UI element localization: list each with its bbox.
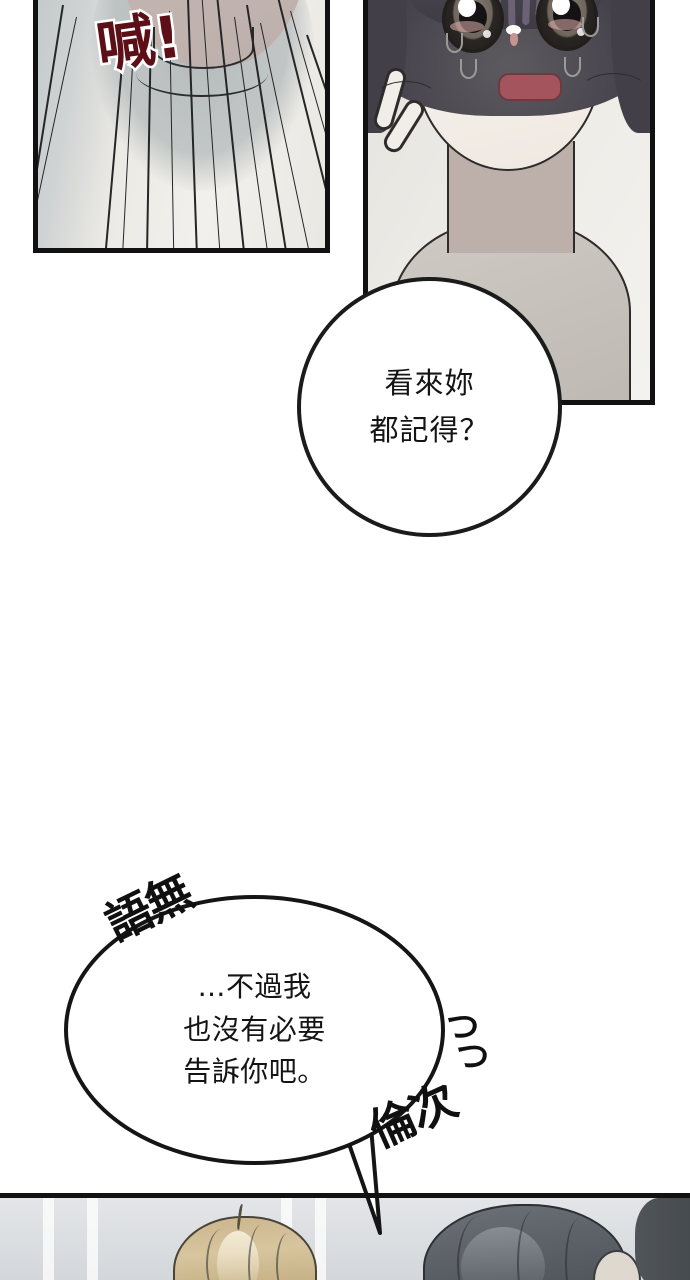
window-blind-slat [315, 1198, 326, 1280]
sweat-drop [564, 57, 581, 77]
hair-stroke [205, 1229, 238, 1280]
window-blind-slat [43, 1198, 54, 1280]
window-blind-slat [87, 1198, 98, 1280]
eye-highlight [552, 0, 571, 15]
hair-stroke [517, 1211, 549, 1280]
bubble-nonotell-line-3: 告訴你吧。 [183, 1055, 326, 1089]
sfx-stammer-marks: つ つ [439, 1005, 494, 1079]
sweat-drop [446, 33, 463, 53]
nose-highlight [506, 25, 521, 35]
hair-stroke [457, 1216, 503, 1280]
speech-bubble-look[interactable]: 看來妳 都記得？ [297, 277, 562, 537]
bubble-look-line-1: 看來妳 [384, 366, 475, 401]
nose [510, 33, 518, 46]
sfx-stammer-mark-2: つ [452, 1034, 492, 1079]
sfx-shout: 喊! [90, 0, 188, 84]
sweat-drop [582, 17, 599, 37]
bubble-look-line-2: 都記得？ [369, 413, 490, 447]
panel-two-top-border [0, 1193, 690, 1198]
panel-two-characters [0, 1193, 690, 1280]
panel-scream: 喊! [33, 0, 330, 253]
panel-face-bang [507, 0, 516, 28]
blush-right [548, 19, 582, 30]
panel-scream-collar-line [135, 50, 268, 98]
hair-stroke [580, 73, 648, 109]
sweat-drop [460, 59, 477, 79]
mouth [498, 73, 562, 101]
bubble-nonotell-line-2: 也沒有必要 [183, 1012, 326, 1046]
speech-bubble-no-need-to-tell[interactable]: …不過我 也沒有必要 告訴你吧。 [64, 895, 445, 1165]
character-dark-hair-edge [635, 1198, 690, 1280]
blush-left [450, 21, 484, 32]
eye-highlight-small [576, 27, 585, 36]
eye-highlight [458, 0, 477, 17]
hair-stroke [275, 1233, 300, 1280]
hair-stroke [374, 81, 438, 117]
hair-stroke [565, 1219, 593, 1280]
eye-highlight-small [482, 29, 491, 38]
bubble-nonotell-line-1: …不過我 [197, 970, 312, 1004]
hair-stroke [247, 1224, 274, 1280]
